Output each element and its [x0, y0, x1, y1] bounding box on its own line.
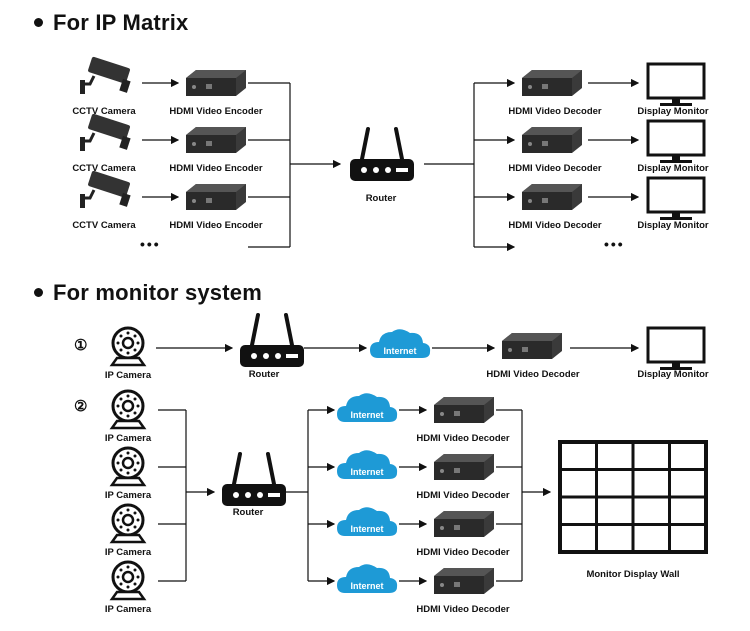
- internet-label: Internet: [350, 581, 383, 591]
- internet-label: Internet: [350, 524, 383, 534]
- ip-camera-label: IP Camera: [104, 370, 152, 381]
- decoder-label: HDMI Video Decoder: [416, 547, 510, 558]
- ip-camera-icon: [110, 389, 146, 430]
- internet-label: Internet: [350, 410, 383, 420]
- router-icon: [238, 313, 306, 369]
- ip-camera-icon: [110, 326, 146, 367]
- router-label: Router: [248, 369, 280, 380]
- monitor-wall-label: Monitor Display Wall: [586, 569, 680, 580]
- monitor-icon: [646, 326, 706, 372]
- video-wall-icon: [558, 440, 708, 554]
- monitor-system-title: For monitor system: [53, 280, 262, 305]
- ip-camera-label: IP Camera: [104, 604, 152, 615]
- decoder-label: HDMI Video Decoder: [416, 490, 510, 501]
- decoder-label: HDMI Video Decoder: [486, 369, 580, 380]
- encoder-box-icon: [186, 127, 246, 153]
- ip-camera-label: IP Camera: [104, 547, 152, 558]
- ip-camera-label: IP Camera: [104, 433, 152, 444]
- decoder-label: HDMI Video Decoder: [508, 163, 602, 174]
- encoder-label: HDMI Video Encoder: [169, 163, 263, 174]
- cctv-camera-label: CCTV Camera: [72, 106, 136, 117]
- internet-label: Internet: [350, 467, 383, 477]
- cctv-camera-label: CCTV Camera: [72, 220, 136, 231]
- encoder-label: HDMI Video Encoder: [169, 220, 263, 231]
- more-decoders-ellipsis: •••: [604, 236, 625, 252]
- decoder-label: HDMI Video Decoder: [508, 220, 602, 231]
- monitor-icon: [646, 62, 706, 108]
- monitor-label: Display Monitor: [637, 220, 709, 231]
- cctv-camera-icon: [78, 111, 133, 153]
- step-2-marker: ②: [74, 398, 88, 415]
- monitor-icon: [646, 119, 706, 165]
- ip-camera-icon: [110, 446, 146, 487]
- decoder-box-icon: [522, 70, 582, 96]
- decoder-label: HDMI Video Decoder: [416, 433, 510, 444]
- more-encoders-ellipsis: •••: [140, 236, 161, 252]
- decoder-bus-lines: [496, 409, 523, 582]
- router-label: Router: [232, 507, 264, 518]
- router-icon: [220, 452, 288, 508]
- router-label: Router: [365, 193, 397, 204]
- internet-label: Internet: [383, 346, 416, 356]
- monitor-label: Display Monitor: [637, 163, 709, 174]
- ip-camera-icon: [110, 560, 146, 601]
- ip-matrix-title: For IP Matrix: [53, 10, 189, 35]
- encoder-label: HDMI Video Encoder: [169, 106, 263, 117]
- router-icon: [348, 127, 416, 183]
- ip-camera-label: IP Camera: [104, 490, 152, 501]
- cctv-camera-icon: [78, 168, 133, 210]
- decoder-box-icon: [434, 454, 494, 480]
- encoder-bus-lines: [248, 82, 291, 248]
- step-1-marker: ①: [74, 337, 88, 354]
- monitor-system-heading: For monitor system: [34, 280, 262, 306]
- decoder-box-icon: [434, 397, 494, 423]
- cctv-camera-icon: [78, 54, 133, 96]
- camera-bus-lines: [158, 409, 187, 582]
- ip-camera-icon: [110, 503, 146, 544]
- decoder-box-icon: [522, 127, 582, 153]
- cctv-camera-label: CCTV Camera: [72, 163, 136, 174]
- encoder-box-icon: [186, 184, 246, 210]
- decoder-box-icon: [502, 333, 562, 359]
- decoder-box-icon: [434, 568, 494, 594]
- decoder-label: HDMI Video Decoder: [508, 106, 602, 117]
- encoder-box-icon: [186, 70, 246, 96]
- decoder-box-icon: [522, 184, 582, 210]
- monitor-label: Display Monitor: [637, 106, 709, 117]
- decoder-label: HDMI Video Decoder: [416, 604, 510, 615]
- monitor-icon: [646, 176, 706, 222]
- decoder-box-icon: [434, 511, 494, 537]
- ip-matrix-heading: For IP Matrix: [34, 10, 188, 36]
- monitor-label: Display Monitor: [637, 369, 709, 380]
